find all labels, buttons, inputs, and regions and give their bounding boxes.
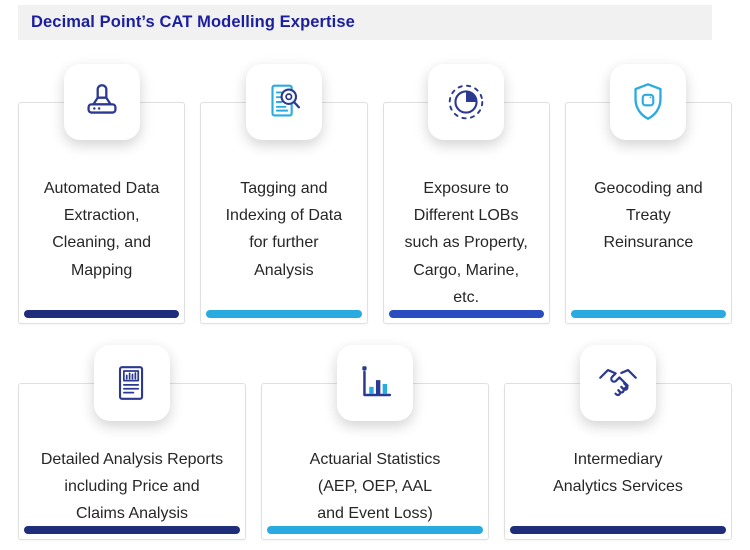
shield-icon: [634, 83, 662, 120]
document-magnifier-icon: [271, 84, 300, 117]
page-header: Decimal Point’s CAT Modelling Expertise: [18, 5, 712, 40]
report-icon: [118, 366, 144, 400]
card-text: Geocoding and Treaty Reinsurance: [594, 180, 703, 252]
card-text: Actuarial Statistics (AEP, OEP, AAL and …: [309, 451, 441, 523]
card-detailed-analysis-reports: Detailed Analysis Reports including Pric…: [18, 345, 246, 540]
card-accent-bar: [24, 526, 240, 534]
card-accent-bar: [206, 310, 362, 318]
card-automated-data-extraction: Automated Data Extraction, Cleaning, and…: [18, 64, 186, 324]
card-actuarial-statistics: Actuarial Statistics (AEP, OEP, AAL and …: [261, 345, 489, 540]
handshake-icon: [599, 368, 637, 397]
card-text: Automated Data Extraction, Cleaning, and…: [43, 180, 160, 279]
report-icon-tile: [94, 345, 170, 421]
bar-chart-icon: [362, 366, 392, 397]
card-text: Exposure to Different LOBs such as Prope…: [404, 180, 528, 306]
document-magnifier-icon-tile: [245, 64, 322, 140]
card-exposure-lobs: Exposure to Different LOBs such as Prope…: [382, 64, 550, 324]
card-text: Detailed Analysis Reports including Pric…: [40, 451, 224, 523]
card-accent-bar: [267, 526, 483, 534]
pie-chart-icon-tile: [428, 64, 505, 140]
extraction-hood-icon: [87, 84, 117, 114]
card-intermediary-analytics: Intermediary Analytics Services: [504, 345, 732, 540]
card-accent-bar: [24, 310, 180, 318]
card-text: Tagging and Indexing of Data for further…: [225, 180, 343, 279]
cards-row-2: Detailed Analysis Reports including Pric…: [18, 345, 732, 540]
extraction-hood-icon-tile: [63, 64, 140, 140]
shield-icon-tile: [610, 64, 687, 140]
pie-chart-icon: [448, 84, 484, 120]
card-accent-bar: [388, 310, 544, 318]
page-title: Decimal Point’s CAT Modelling Expertise: [31, 13, 355, 31]
card-geocoding-treaty: Geocoding and Treaty Reinsurance: [564, 64, 732, 324]
card-tagging-indexing: Tagging and Indexing of Data for further…: [200, 64, 368, 324]
cards-row-1: Automated Data Extraction, Cleaning, and…: [18, 64, 732, 324]
bar-chart-icon-tile: [337, 345, 413, 421]
card-text: Intermediary Analytics Services: [553, 451, 683, 496]
card-accent-bar: [570, 310, 726, 318]
handshake-icon-tile: [580, 345, 656, 421]
card-accent-bar: [510, 526, 726, 534]
